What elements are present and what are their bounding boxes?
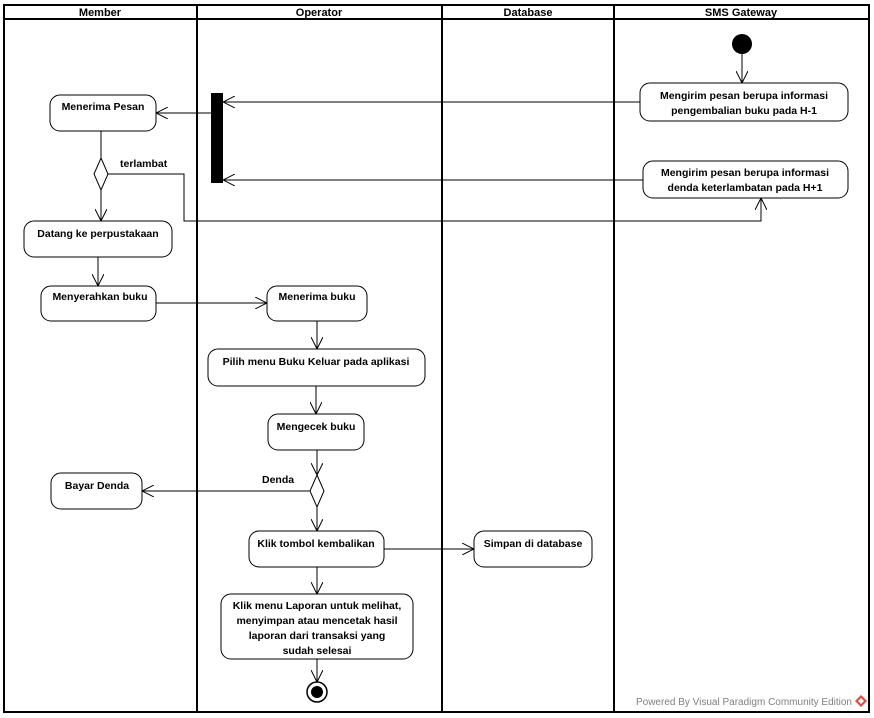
watermark: Powered By Visual Paradigm Community Edi… xyxy=(636,697,852,708)
activity-label-line: menyimpan atau mencetak hasil xyxy=(236,615,397,627)
activity-menerima-buku[interactable]: Menerima buku xyxy=(266,285,368,322)
guard-denda: Denda xyxy=(262,474,294,486)
decision-terlambat[interactable] xyxy=(93,156,109,192)
activity-label-line: laporan dari transaksi yang xyxy=(249,630,386,642)
activity-datang[interactable]: Datang ke perpustakaan xyxy=(23,220,173,258)
activity-pilih-menu[interactable]: Pilih menu Buku Keluar pada aplikasi xyxy=(207,348,426,387)
activity-simpan-database[interactable]: Simpan di database xyxy=(473,530,593,568)
activity-menyerahkan[interactable]: Menyerahkan buku xyxy=(40,285,157,322)
lane-title-member: Member xyxy=(79,7,122,19)
activity-label: Klik tombol kembalikan xyxy=(257,538,374,550)
activity-label: Mengecek buku xyxy=(277,421,356,433)
activity-label-line: Klik menu Laporan untuk melihat, xyxy=(233,600,402,612)
lane-title-operator: Operator xyxy=(296,7,343,19)
guard-terlambat: terlambat xyxy=(120,158,168,170)
activity-label: Pilih menu Buku Keluar pada aplikasi xyxy=(223,356,410,368)
activity-menerima-pesan[interactable]: Menerima Pesan xyxy=(49,94,157,132)
activity-label: Simpan di database xyxy=(484,538,583,550)
activity-label-line: Mengirim pesan berupa informasi xyxy=(660,90,828,102)
initial-node[interactable] xyxy=(732,34,752,54)
activity-label: Menerima Pesan xyxy=(62,101,145,113)
lane-title-sms-gateway: SMS Gateway xyxy=(705,7,778,19)
activity-klik-tombol[interactable]: Klik tombol kembalikan xyxy=(248,530,385,568)
control-flows xyxy=(98,54,761,682)
lane-title-database: Database xyxy=(504,7,553,19)
activity-label-line: Mengirim pesan berupa informasi xyxy=(661,167,829,179)
activity-sms-denda[interactable]: Mengirim pesan berupa informasi denda ke… xyxy=(642,160,849,199)
activity-label-line: sudah selesai xyxy=(283,645,352,657)
activity-label: Menyerahkan buku xyxy=(52,291,147,303)
activity-klik-menu-laporan[interactable]: Klik menu Laporan untuk melihat, menyimp… xyxy=(220,593,414,660)
final-node[interactable] xyxy=(306,681,328,703)
activity-mengecek[interactable]: Mengecek buku xyxy=(267,413,365,451)
activity-label-line: pengembalian buku pada H-1 xyxy=(671,105,817,117)
activity-label: Menerima buku xyxy=(278,291,355,303)
decision-denda[interactable] xyxy=(309,473,325,509)
visual-paradigm-logo-icon xyxy=(855,695,867,707)
activity-label: Datang ke perpustakaan xyxy=(37,228,158,240)
activity-label-line: denda keterlambatan pada H+1 xyxy=(668,182,823,194)
activity-label: Bayar Denda xyxy=(65,480,129,492)
activity-sms-pengembalian[interactable]: Mengirim pesan berupa informasi pengemba… xyxy=(639,82,849,122)
fork-bar[interactable] xyxy=(211,93,223,183)
swimlane-frame xyxy=(3,4,870,713)
activity-bayar-denda[interactable]: Bayar Denda xyxy=(50,472,143,510)
flow-terlambat-to-sms2 xyxy=(108,173,761,222)
